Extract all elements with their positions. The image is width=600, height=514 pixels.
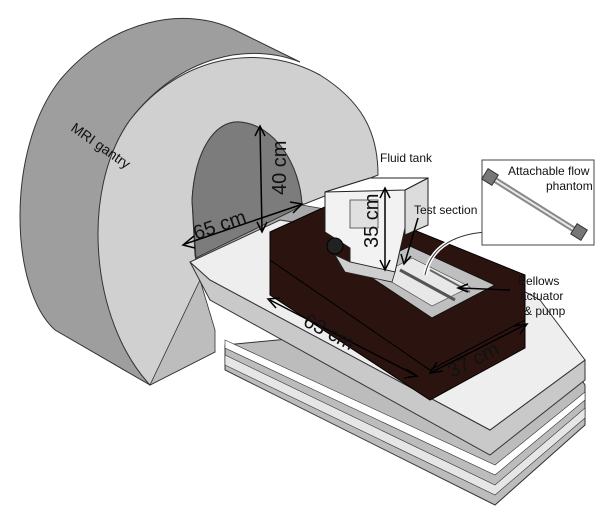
cavity-pipe [399,268,456,302]
test-section-leader-head [400,253,412,266]
bore-height-text: 40 cm [269,141,291,195]
box-width-arrowhead-right [513,322,529,335]
mri-gantry: MRI gantry [19,18,379,386]
bellows-label-line1: Bellows [518,274,559,288]
bore-height-arrow [259,127,263,231]
bore-depth-arrowhead-left [181,235,196,249]
bore-depth-arrowhead-right [289,201,304,214]
test-section-leader [404,217,419,263]
box-length-arrowhead-right [403,368,420,379]
box-width-arrowhead-left [428,361,444,374]
tank-window [349,199,379,229]
bore-depth-arrow [184,204,301,245]
table-base-stripe [224,354,586,496]
tank-height-arrowhead-top [379,186,391,199]
tank-height-arrowhead-bottom [379,259,391,272]
box-length-arrowhead-left [266,297,281,309]
bore-height-arrowhead-bottom [256,221,268,234]
box-length-arrow [269,299,416,376]
tank-height-text: 35 cm [361,194,383,248]
bellows-leader-head [455,283,469,293]
test-section-label: Test section [414,203,477,217]
flow-phantom-label-line2: phantom [546,179,593,193]
box-width-arrow [431,324,526,373]
tank-base [334,254,396,283]
gantry-base [149,278,216,386]
phantom-tube-highlight [491,177,579,233]
dimension-markers [181,124,529,379]
bellows-leader [459,287,511,291]
flow-phantom-label-line1: Attachable flow [508,164,590,178]
bellows-label-line2: actuator [520,289,563,303]
tank-top [324,177,429,193]
phantom-end-cap-right [570,223,588,241]
tank-valve [326,237,344,255]
bore-height-arrowhead-top [254,124,266,137]
phantom-end-cap-left [481,168,499,186]
flow-tube-outline [424,231,486,276]
bellows-label-line3: & pump [524,304,566,318]
flow-phantom-inset: Attachable flow phantom [481,159,595,246]
table-base-stripe-2 [224,339,586,476]
fluid-tank-label: Fluid tank [380,151,433,165]
gantry-bore [191,121,303,259]
